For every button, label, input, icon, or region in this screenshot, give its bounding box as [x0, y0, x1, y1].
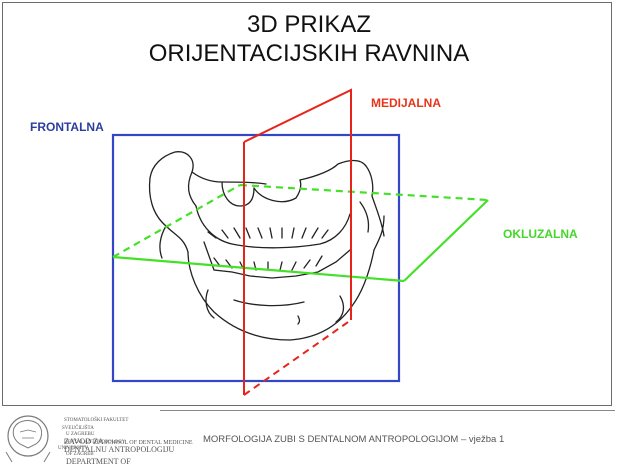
logo-text-9: DEPARTMENT OF: [66, 457, 131, 466]
footer-course-title: MORFOLOGIJA ZUBI S DENTALNOM ANTROPOLOGI…: [203, 434, 504, 445]
mandible-sketch: [150, 152, 384, 340]
label-medijalna: MEDIJALNA: [371, 96, 441, 110]
frontal-plane: [113, 135, 399, 381]
label-frontalna: FRONTALNA: [30, 120, 104, 134]
faculty-seal-logo: [0, 408, 60, 463]
footer-divider: [160, 410, 615, 411]
logo-text-2: SVEUČILIŠTA: [62, 426, 94, 431]
occlusal-plane: [113, 185, 488, 281]
logo-text-7: UNIVERSITY: [58, 446, 88, 451]
label-okluzalna: OKLUZALNA: [503, 227, 578, 241]
logo-text-10: DENTAL ANTHROPOLOGY: [64, 440, 126, 445]
logo-text-1: STOMATOLOŠKI FAKULTET: [64, 418, 128, 423]
